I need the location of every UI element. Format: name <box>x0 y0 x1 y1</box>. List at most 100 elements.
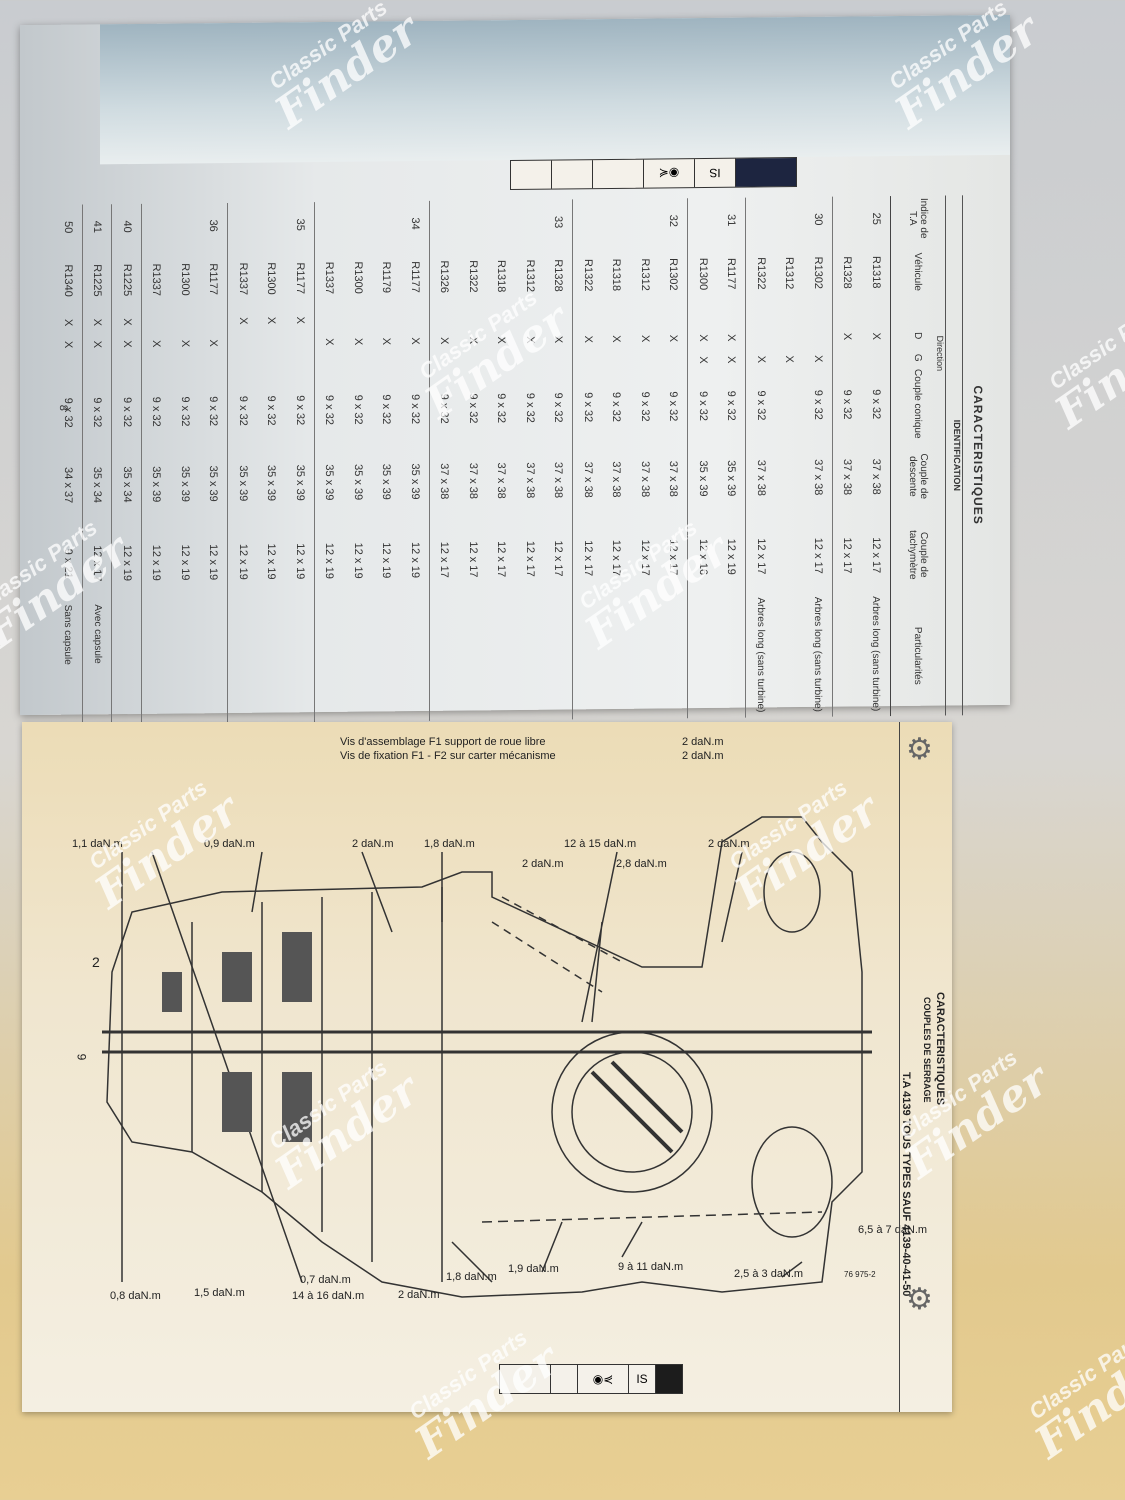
cell-conique: 9 x 32 <box>696 390 709 422</box>
cell-descente: 34 x 37 <box>61 467 74 504</box>
cell-d: X <box>91 340 104 349</box>
gearbox-emblem-icon: ⚙ <box>906 1283 933 1316</box>
cell-descente: 35 x 39 <box>265 464 278 502</box>
figure-reference: 76 975-2 <box>844 1270 876 1279</box>
cell-d: X <box>581 335 594 343</box>
cell-vehicule: R1318 <box>495 259 508 293</box>
cell-vehicule: R1337 <box>323 261 336 295</box>
cell-vehicule: R1225 <box>91 264 104 297</box>
cell-d: X <box>725 334 738 342</box>
cell-conique: 9 x 32 <box>638 391 651 422</box>
cell-d: X <box>869 332 882 340</box>
cell-tachy: 12 x 17 <box>841 537 854 574</box>
cell-tachy: 12 x 16 <box>696 538 709 576</box>
torque-label: 14 à 16 daN.m <box>292 1290 365 1302</box>
cell-vehicule: R1177 <box>207 263 220 296</box>
cell-d: X <box>351 337 364 346</box>
torque-label: 2,8 daN.m <box>616 858 667 870</box>
cell-d: X <box>178 339 191 348</box>
torque-label: 9 à 11 daN.m <box>618 1261 684 1273</box>
cell-vehicule: R1337 <box>150 263 163 297</box>
figure-marker: 2 <box>92 954 100 970</box>
cell-conique: 9 x 32 <box>207 396 220 427</box>
cell-vehicule: R1302 <box>811 256 824 290</box>
cell-conique: 9 x 32 <box>466 393 479 424</box>
cell-vehicule: R1179 <box>380 261 393 294</box>
torque-label: 0,7 daN.m <box>300 1274 351 1286</box>
gearbox-emblem-icon: ⚙ <box>906 733 933 766</box>
cell-tachy: 12 x 17 <box>610 539 623 577</box>
cell-tachy: 12 x 17 <box>811 537 824 574</box>
cell-descente: 35 x 39 <box>178 465 191 503</box>
tab-code: IS <box>694 158 735 188</box>
cell-vehicule: R1300 <box>696 257 709 291</box>
torque-label: 2,5 à 3 daN.m <box>734 1268 804 1280</box>
header-direction-g: G <box>912 353 924 362</box>
cell-vehicule: R1318 <box>869 255 882 289</box>
cell-tachy: 12 x 17 <box>91 545 104 582</box>
cell-descente: 37 x 38 <box>581 461 594 498</box>
cell-vehicule: R1326 <box>438 260 451 294</box>
torque-label: 1,8 daN.m <box>424 838 475 850</box>
cell-vehicule: R1312 <box>523 259 536 293</box>
cell-tachy: 12 x 17 <box>466 541 479 578</box>
cell-conique: 9 x 32 <box>236 395 249 426</box>
cell-vehicule: R1328 <box>841 256 854 289</box>
cell-tachy: 12 x 17 <box>552 540 565 577</box>
page-tab: IS ◉⋞ <box>510 157 797 191</box>
cell-d: X <box>150 340 163 348</box>
cell-vehicule: R1322 <box>754 257 767 290</box>
cell-indice: 31 <box>725 214 738 227</box>
torque-label: 2 daN.m <box>708 838 750 850</box>
cell-extra: X <box>293 316 306 324</box>
page-number: 9 <box>74 1053 89 1061</box>
cell-d: X <box>696 334 709 342</box>
cell-conique: 9 x 32 <box>581 392 594 423</box>
cell-tachy: 12 x 19 <box>178 544 191 581</box>
cell-conique: 9 x 32 <box>552 392 565 423</box>
cell-extra: X <box>236 317 249 325</box>
header-vehicule: Véhicule <box>912 252 924 292</box>
torque-label: 6,5 à 7 daN.m <box>858 1224 928 1236</box>
cell-d: X <box>323 338 336 346</box>
cell-vehicule: R1328 <box>552 259 565 292</box>
cell-conique: 9 x 32 <box>408 394 421 425</box>
torque-label: 12 à 15 daN.m <box>564 838 637 850</box>
cell-part: Arbres long (sans turbine) <box>755 597 767 713</box>
section-title: CARACTERISTIQUES <box>962 195 985 716</box>
torque-label: 2 daN.m <box>522 858 564 870</box>
cell-conique: 9 x 32 <box>495 393 508 424</box>
cell-g: X <box>725 356 738 364</box>
cell-descente: 37 x 38 <box>667 460 680 497</box>
header-indice: Indice de T.A <box>907 197 929 239</box>
cell-conique: 9 x 32 <box>667 391 680 422</box>
cell-conique: 9 x 32 <box>754 390 767 421</box>
cell-conique: 9 x 32 <box>120 397 133 428</box>
note-value: 2 daN.m <box>682 750 724 762</box>
cell-d: X <box>841 332 854 341</box>
cell-tachy: 12 x 19 <box>380 542 393 579</box>
cell-descente: 37 x 38 <box>523 462 536 499</box>
cell-vehicule: R1177 <box>725 257 738 290</box>
cell-vehicule: R1340 <box>61 264 74 297</box>
cell-descente: 37 x 38 <box>495 462 508 499</box>
cell-part: Arbres long (sans turbine) <box>812 596 824 712</box>
cell-tachy: 12 x 17 <box>754 538 767 575</box>
cell-vehicule: R1300 <box>178 263 191 296</box>
torque-label: 2 daN.m <box>398 1289 440 1301</box>
cell-tachy: 12 x 19 <box>236 543 249 580</box>
torque-label: 1,9 daN.m <box>508 1263 559 1275</box>
cell-d: X <box>408 337 421 345</box>
cell-conique: 9 x 32 <box>380 394 393 425</box>
cell-conique: 9 x 32 <box>869 389 882 420</box>
eye-icon: ◉⋞ <box>578 1365 629 1393</box>
